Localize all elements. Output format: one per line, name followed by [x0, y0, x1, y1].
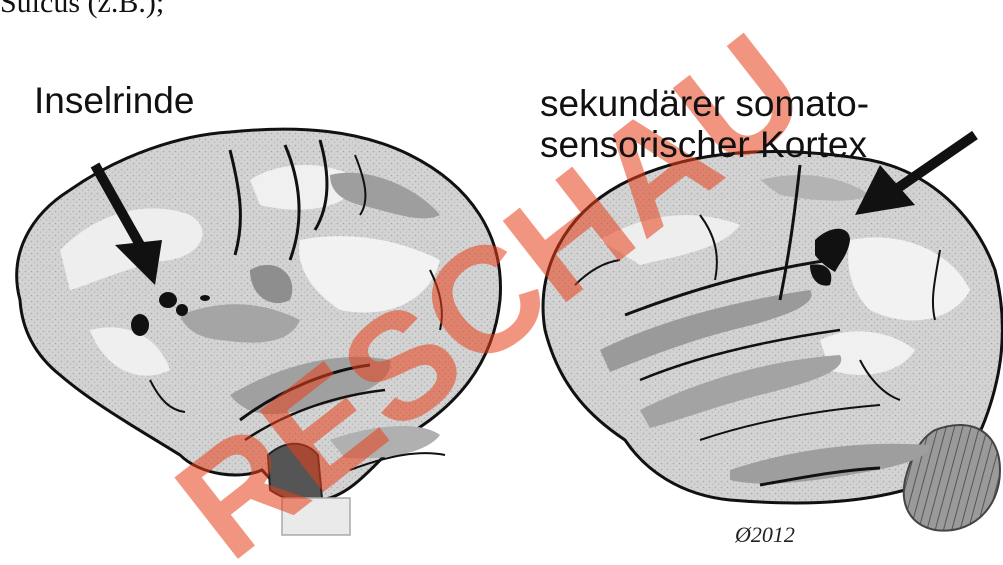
label-s2-line1: sekundärer somato- — [540, 83, 869, 124]
label-s2-line2: sensorischer Kortex — [540, 124, 869, 165]
label-s2: sekundärer somato- sensorischer Kortex — [540, 83, 869, 165]
label-insula: Inselrinde — [34, 80, 194, 121]
artist-signature: Ø2012 — [735, 522, 795, 548]
